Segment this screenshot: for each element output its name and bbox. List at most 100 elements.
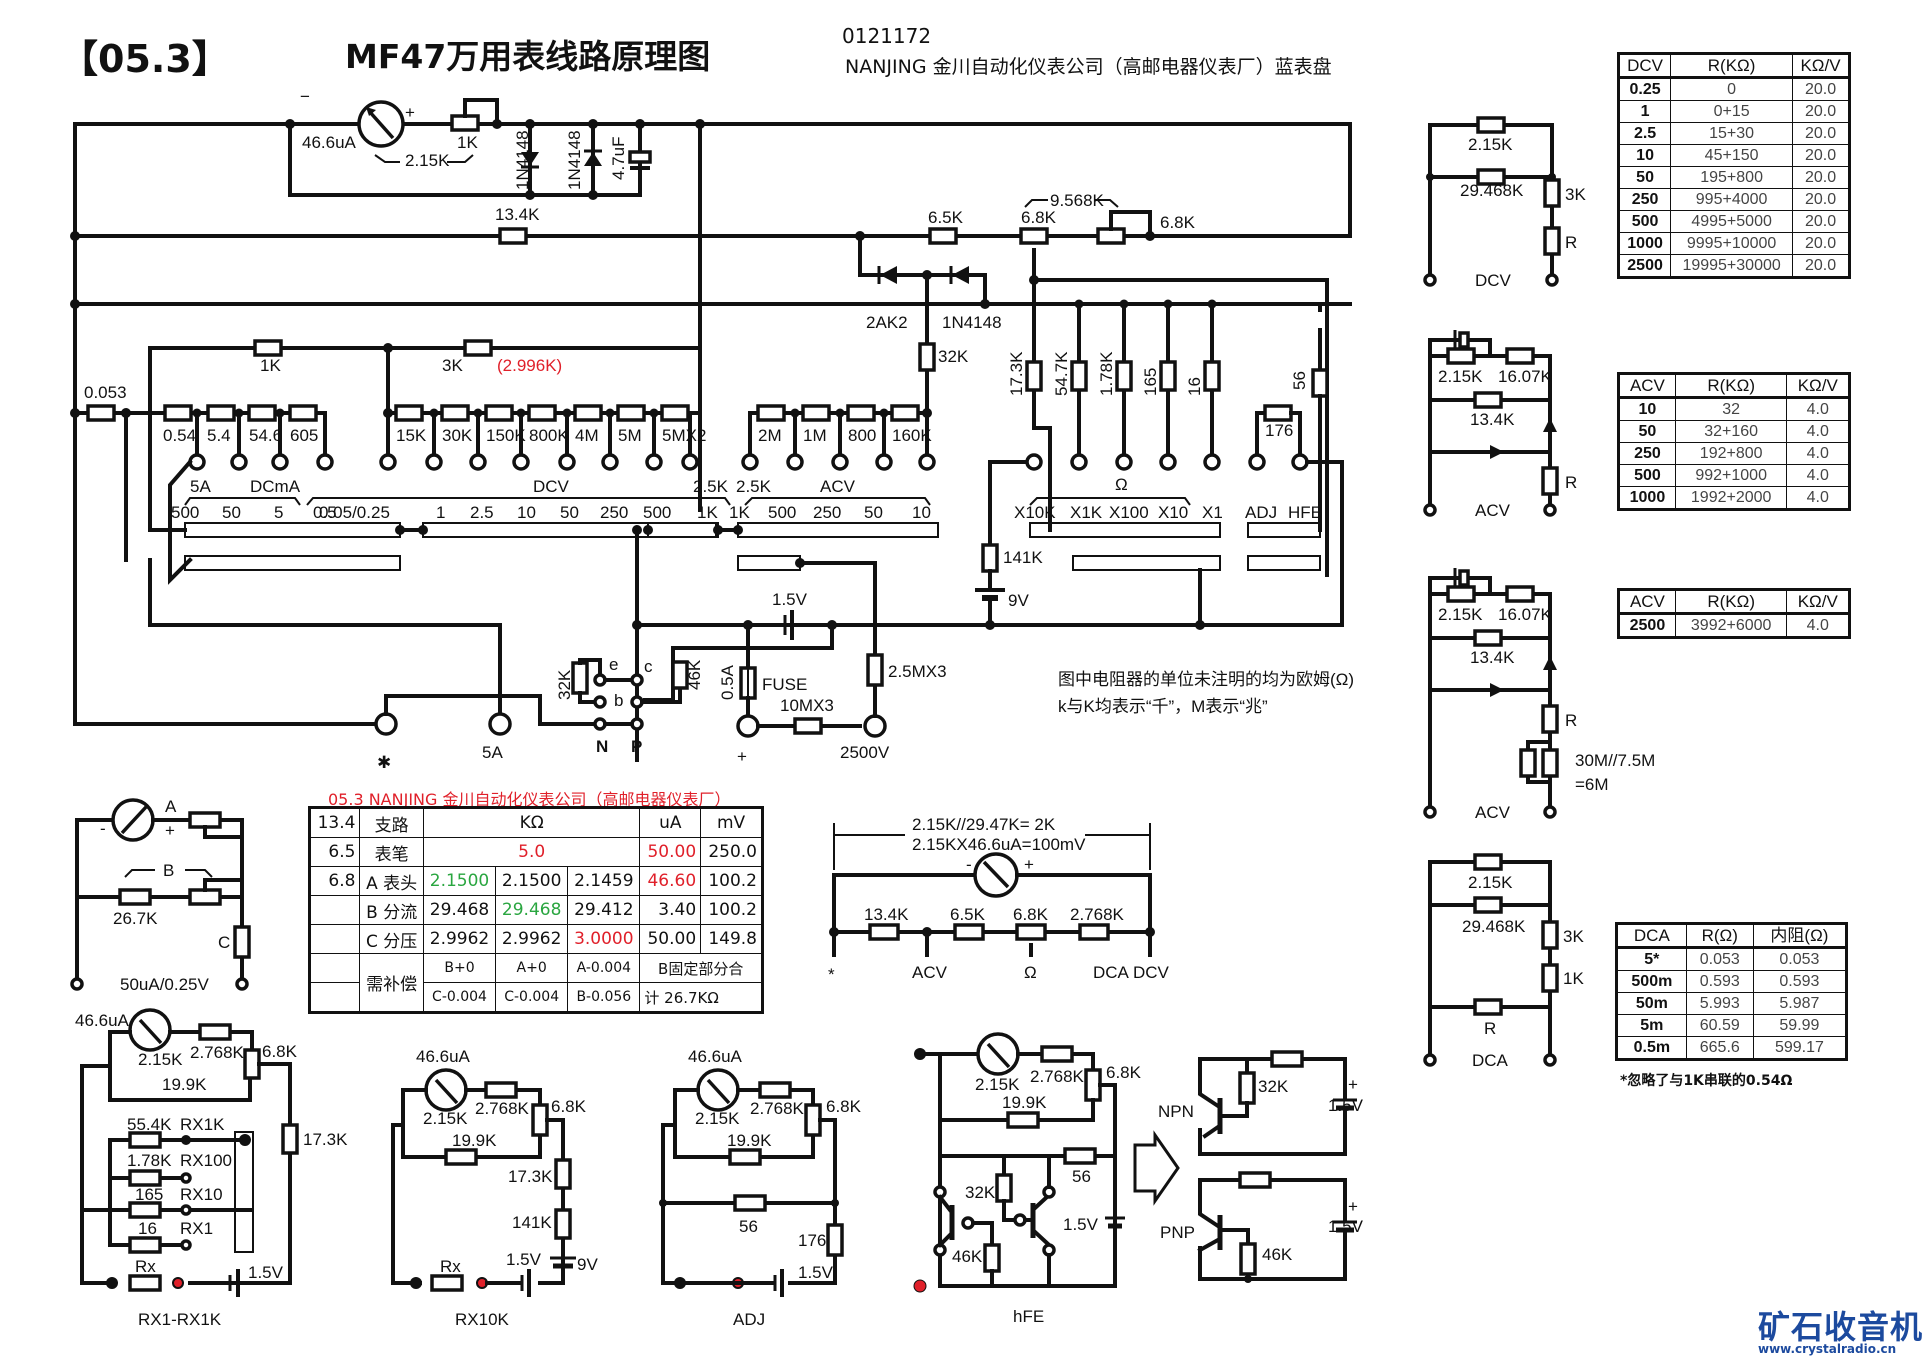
cal-r1-c4: 250.0: [700, 837, 763, 867]
dcv_table-cell: 20.0: [1792, 210, 1850, 233]
shunt-label-3: 605: [290, 426, 318, 445]
switch-position-17[interactable]: X10K: [1014, 503, 1056, 522]
fuse-rating-label: 0.5A: [718, 664, 737, 700]
dca_table-cell: 599.17: [1752, 1036, 1848, 1060]
acv_table-cell: 500: [1618, 464, 1676, 487]
meter-loop: − + 46.6uA 2.15K 1K 1N4148 1N4148 4.7uF: [73, 87, 1352, 726]
switch-position-6[interactable]: 2.5: [470, 503, 494, 522]
term-plus[interactable]: +: [737, 747, 747, 766]
group-2-5k-a: 2.5K: [693, 477, 729, 496]
rotary-switch-bars[interactable]: [184, 522, 1321, 571]
dca_table-header-1: R(Ω): [1685, 923, 1754, 949]
switch-position-22[interactable]: ADJ: [1245, 503, 1277, 522]
cal-r3-c2: 29.468: [422, 895, 497, 925]
term-2500v[interactable]: 2500V: [840, 743, 890, 762]
dca_table-cell: 60.59: [1685, 1014, 1754, 1037]
switch-position-18[interactable]: X1K: [1070, 503, 1103, 522]
switch-position-10[interactable]: 500: [643, 503, 671, 522]
r-13-4k-label: 13.4K: [495, 205, 540, 224]
dca_table-cell: 5*: [1616, 947, 1687, 971]
shunt-label-1: 5.4: [207, 426, 231, 445]
r-0-053-label: 0.053: [84, 383, 127, 402]
switch-position-21[interactable]: X1: [1202, 503, 1223, 522]
dca_table-cell: 50m: [1616, 992, 1687, 1015]
cal-r6-c0: [308, 982, 361, 1013]
dca_table-cell: 5.993: [1685, 992, 1754, 1015]
diode-1n4148-a-label: 1N4148: [513, 130, 532, 190]
acv2500_table-cell: 4.0: [1786, 613, 1850, 638]
switch-position-20[interactable]: X10: [1158, 503, 1188, 522]
acv_table-cell: 4.0: [1786, 420, 1850, 443]
switch-position-2[interactable]: 5: [274, 503, 283, 522]
acv_table-cell: 1000: [1618, 486, 1676, 510]
group-dcma: DCmA: [250, 477, 301, 496]
switch-position-14[interactable]: 250: [813, 503, 841, 522]
acv_table-cell: 250: [1618, 442, 1676, 465]
switch-position-7[interactable]: 10: [517, 503, 536, 522]
term-5a[interactable]: 5A: [482, 743, 503, 762]
cal-r5-c2: B+0: [422, 953, 497, 983]
dcv_table-cell: 45+150: [1670, 144, 1794, 167]
section-code: 【05.3】: [60, 37, 230, 81]
acv_table-cell: 4.0: [1786, 464, 1850, 487]
cal-r5-c1: 需补偿: [359, 953, 424, 1013]
dcv-res-label-1: 30K: [442, 426, 473, 445]
cal-r2-c0: 6.8: [308, 866, 361, 896]
dcv_table-cell: 50: [1617, 166, 1672, 189]
ohm-res-label-3: 165: [1141, 368, 1160, 396]
switch-position-15[interactable]: 50: [864, 503, 883, 522]
cal-r3-c3: 29.468: [495, 895, 569, 925]
cal-r2-c2: 2.1500: [422, 866, 497, 896]
dcv_table-cell: 20.0: [1792, 144, 1850, 167]
cal-r6-c2: C-0.004: [422, 982, 497, 1013]
dcv_table-cell: 995+4000: [1670, 188, 1794, 211]
switch-position-12[interactable]: 1K: [729, 503, 750, 522]
switch-position-16[interactable]: 10: [912, 503, 931, 522]
dcv-res-label-0: 15K: [396, 426, 427, 445]
switch-position-23[interactable]: HFE: [1288, 503, 1322, 522]
switch-position-1[interactable]: 50: [222, 503, 241, 522]
group-5a: 5A: [190, 477, 211, 496]
cal-r4-c4: 3.0000: [567, 924, 641, 954]
cal-r3-c1: B 分流: [359, 895, 424, 925]
switch-position-0[interactable]: 500: [171, 503, 199, 522]
switch-position-3[interactable]: 0.5: [313, 503, 337, 522]
cal-r5-c3: A+0: [495, 953, 569, 983]
cal-r1-c0: 6.5: [308, 837, 361, 867]
cal-r2-c3: 2.1500: [495, 866, 569, 896]
switch-position-4[interactable]: 0.05/0.25: [319, 503, 390, 522]
meter-plus: +: [405, 103, 415, 122]
cal-r0-c1: 支路: [359, 807, 424, 838]
r-3k-actual-label: (2.996K): [497, 356, 562, 375]
switch-position-8[interactable]: 50: [560, 503, 579, 522]
term-com[interactable]: ✱: [377, 753, 391, 772]
switch-position-13[interactable]: 500: [768, 503, 796, 522]
dcv_table-cell: 500: [1617, 210, 1672, 233]
switch-position-11[interactable]: 1K: [697, 503, 718, 522]
cal-r2-c1: A 表头: [359, 866, 424, 896]
watermark-url: www.crystalradio.cn: [1758, 1342, 1897, 1356]
switch-position-9[interactable]: 250: [600, 503, 628, 522]
switch-position-5[interactable]: 1: [436, 503, 445, 522]
cal-r6-c3: C-0.004: [495, 982, 569, 1013]
group-ohm: Ω: [1115, 475, 1128, 494]
manufacturer-subtitle: NANJING 金川自动化仪表公司（高邮电器仪表厂）蓝表盘: [845, 56, 1332, 78]
acv_table-cell: 10: [1618, 397, 1676, 421]
acv-res-label-2: 800: [848, 426, 876, 445]
cal-r5-c0: [308, 953, 361, 983]
acv_table-header-1: R(KΩ): [1674, 373, 1788, 399]
group-dcv: DCV: [533, 477, 570, 496]
cal-r2-c5: 46.60: [639, 866, 702, 896]
cal-r6-c4: B-0.056: [567, 982, 641, 1013]
acv_table-cell: 192+800: [1674, 442, 1788, 465]
acv_table-header-2: KΩ/V: [1786, 373, 1850, 399]
switch-position-19[interactable]: X100: [1109, 503, 1149, 522]
dca_table-cell: 5m: [1616, 1014, 1687, 1037]
